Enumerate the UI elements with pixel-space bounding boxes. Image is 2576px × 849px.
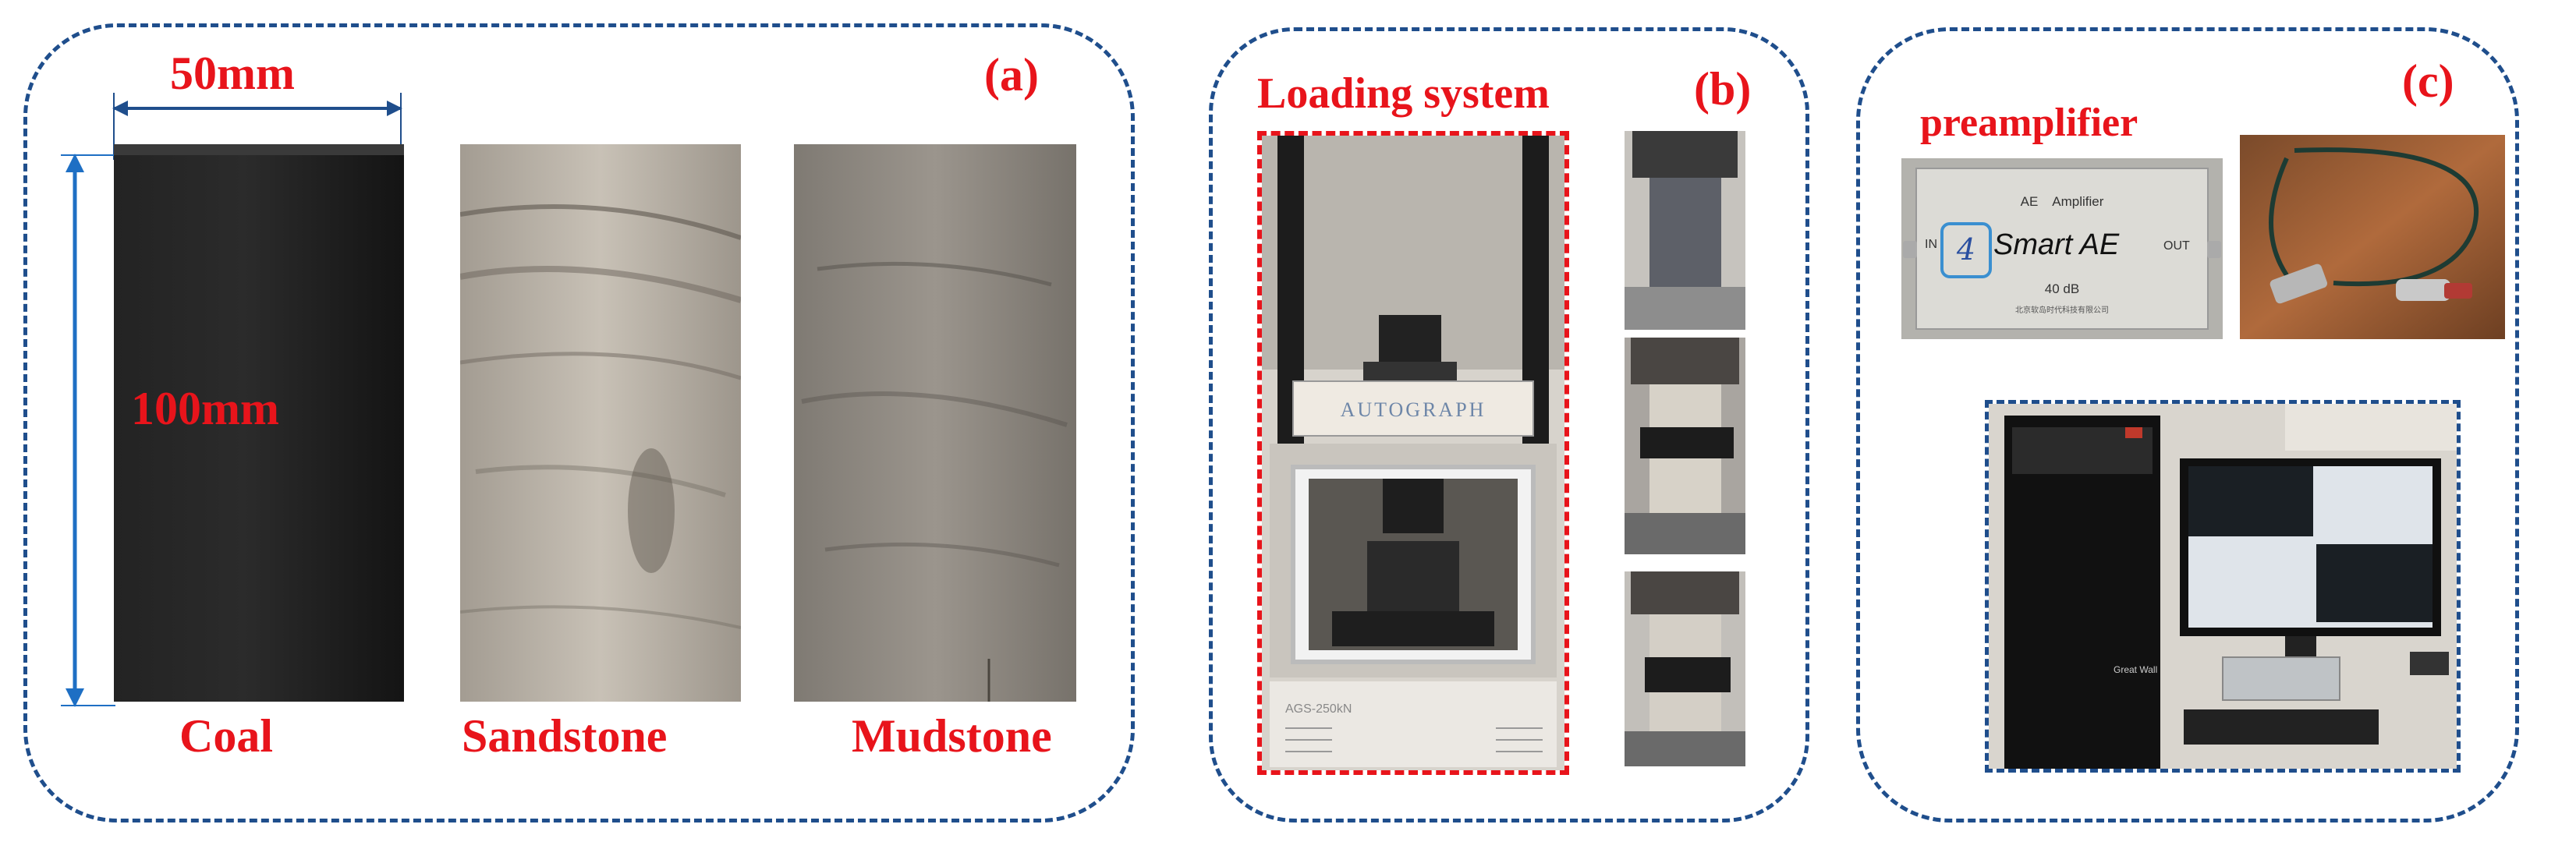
height-dimension-label: 100mm	[131, 383, 279, 434]
pc-case-brand-text: Great Wall	[2114, 664, 2157, 675]
amplifier-plate: AE Amplifier IN 4 Smart AE OUT 40 dB 北京软…	[1915, 168, 2209, 330]
panel-a-tag: (a)	[984, 49, 1039, 101]
in-connector-icon	[1903, 241, 1917, 258]
ae-acquisition-system-photo: Great Wall	[1985, 400, 2461, 773]
amplifier-gain-text: 40 dB	[2044, 281, 2080, 296]
amplifier-maker-text: 北京软岛时代科技有限公司	[2015, 306, 2109, 315]
specimen-loading-photo-3	[1625, 571, 1745, 766]
ae-amplifier-photo: AE Amplifier IN 4 Smart AE OUT 40 dB 北京软…	[1901, 158, 2223, 339]
amplifier-in-label: IN	[1925, 238, 1937, 251]
loading-machine-photo: AUTOGRAPH AGS-250kN	[1257, 131, 1569, 775]
autograph-brand-text: AUTOGRAPH	[1341, 398, 1486, 421]
coal-label: Coal	[179, 710, 273, 762]
out-connector-icon	[2207, 241, 2221, 258]
panel-c-tag: (c)	[2402, 55, 2454, 107]
amplifier-brand-text: Smart AE	[1993, 228, 2120, 261]
coal-sample-photo	[114, 144, 404, 702]
height-dimension-arrow	[61, 154, 115, 707]
amplifier-header-text: AE Amplifier	[2020, 194, 2104, 209]
panel-c-frame	[1856, 27, 2519, 822]
handwritten-number-4: 4	[1940, 222, 1992, 278]
machine-model-text: AGS-250kN	[1285, 702, 1352, 716]
specimen-loading-photo-2	[1625, 338, 1745, 554]
mudstone-label: Mudstone	[852, 710, 1052, 762]
ae-sensor-cable-photo	[2240, 135, 2505, 339]
width-dimension-arrow	[112, 93, 402, 160]
loading-system-title: Loading system	[1257, 69, 1550, 118]
sandstone-label: Sandstone	[462, 710, 668, 762]
sandstone-sample-photo	[460, 144, 741, 702]
specimen-loading-photo-1	[1625, 131, 1745, 330]
mudstone-sample-photo	[794, 144, 1076, 702]
preamplifier-title: preamplifier	[1920, 101, 2138, 145]
panel-a-frame	[23, 23, 1135, 822]
width-dimension-label: 50mm	[170, 48, 295, 99]
panel-b-frame	[1209, 27, 1809, 822]
panel-b-tag: (b)	[1694, 63, 1752, 115]
amplifier-out-label: OUT	[2163, 239, 2190, 253]
